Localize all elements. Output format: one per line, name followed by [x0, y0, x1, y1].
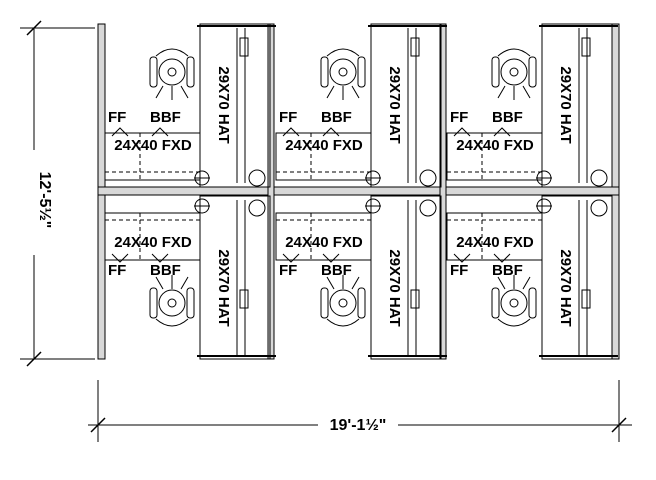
- grommet-icon: [590, 199, 608, 217]
- bbf-swing-mark: [493, 127, 511, 137]
- ff-swing-mark: [111, 253, 129, 263]
- worksurface-label: 24X40 FXD: [285, 234, 363, 251]
- grommet-icon: [419, 169, 437, 187]
- bbf-swing-mark: [493, 253, 511, 263]
- worksurface: [446, 132, 543, 181]
- panel-frame: [97, 23, 620, 360]
- ff-label: FF: [279, 262, 297, 279]
- hat-label: 29X70 HAT: [215, 249, 232, 326]
- chair-icon: [149, 48, 195, 100]
- bbf-swing-mark: [151, 127, 169, 137]
- hat-door: [581, 289, 591, 309]
- hat-label: 29X70 HAT: [215, 66, 232, 143]
- spine-panel: [97, 186, 620, 196]
- worksurface-label: 24X40 FXD: [456, 234, 534, 251]
- ff-swing-mark: [453, 253, 471, 263]
- ff-swing-mark: [453, 127, 471, 137]
- workstation: 29X70 HAT FF BBF 24X40 FXD: [275, 195, 447, 360]
- hat-label: 29X70 HAT: [386, 66, 403, 143]
- chair-icon: [491, 48, 537, 100]
- divider-panel-1: [267, 23, 275, 360]
- bbf-label: BBF: [321, 109, 352, 126]
- hat-unit: [541, 195, 613, 360]
- ff-label: FF: [279, 109, 297, 126]
- worksurface: [446, 212, 543, 261]
- ff-label: FF: [450, 109, 468, 126]
- grommet-icon: [248, 199, 266, 217]
- bbf-swing-mark: [322, 127, 340, 137]
- height-dimension-label: 12'-5½": [36, 172, 53, 229]
- bbf-label: BBF: [492, 109, 523, 126]
- workstation: 29X70 HAT FF BBF 24X40 FXD: [446, 195, 618, 360]
- worksurface-label: 24X40 FXD: [114, 137, 192, 154]
- chair-icon: [320, 48, 366, 100]
- hat-door: [239, 37, 249, 57]
- worksurface: [104, 132, 201, 181]
- grommet-icon: [248, 169, 266, 187]
- hat-door: [410, 289, 420, 309]
- hat-unit: [199, 23, 271, 188]
- chair-icon: [149, 275, 195, 327]
- workstations: 29X70 HAT FF BBF 24X40 FXD 29X70 HAT FF BBF 24X…: [104, 23, 618, 360]
- workstation: 29X70 HAT FF BBF 24X40 FXD: [104, 23, 276, 188]
- worksurface-label: 24X40 FXD: [285, 137, 363, 154]
- chair-icon: [320, 275, 366, 327]
- workstation: 29X70 HAT FF BBF 24X40 FXD: [275, 23, 447, 188]
- bbf-swing-mark: [322, 253, 340, 263]
- workstation: 29X70 HAT FF BBF 24X40 FXD: [104, 195, 276, 360]
- hat-unit: [370, 195, 442, 360]
- hat-label: 29X70 HAT: [386, 249, 403, 326]
- worksurface: [275, 212, 372, 261]
- bbf-label: BBF: [150, 109, 181, 126]
- workstation: 29X70 HAT FF BBF 24X40 FXD: [446, 23, 618, 188]
- worksurface-label: 24X40 FXD: [114, 234, 192, 251]
- worksurface: [104, 212, 201, 261]
- hat-label: 29X70 HAT: [557, 249, 574, 326]
- bbf-label: BBF: [492, 262, 523, 279]
- hat-door: [239, 289, 249, 309]
- worksurface-label: 24X40 FXD: [456, 137, 534, 154]
- ff-label: FF: [450, 262, 468, 279]
- width-dimension-label: 19'-1½": [330, 417, 387, 434]
- hat-unit: [370, 23, 442, 188]
- bbf-swing-mark: [151, 253, 169, 263]
- hat-label: 29X70 HAT: [557, 66, 574, 143]
- ff-label: FF: [108, 109, 126, 126]
- hat-unit: [541, 23, 613, 188]
- ff-label: FF: [108, 262, 126, 279]
- ff-swing-mark: [111, 127, 129, 137]
- worksurface: [275, 132, 372, 181]
- divider-panel-2: [439, 23, 447, 360]
- bbf-label: BBF: [321, 262, 352, 279]
- grommet-icon: [419, 199, 437, 217]
- chair-icon: [491, 275, 537, 327]
- hat-door: [410, 37, 420, 57]
- height-dimension: 12'-5½": [20, 20, 95, 367]
- width-dimension: 19'-1½": [88, 380, 632, 442]
- ff-swing-mark: [282, 127, 300, 137]
- bbf-label: BBF: [150, 262, 181, 279]
- grommet-icon: [590, 169, 608, 187]
- hat-door: [581, 37, 591, 57]
- ff-swing-mark: [282, 253, 300, 263]
- hat-unit: [199, 195, 271, 360]
